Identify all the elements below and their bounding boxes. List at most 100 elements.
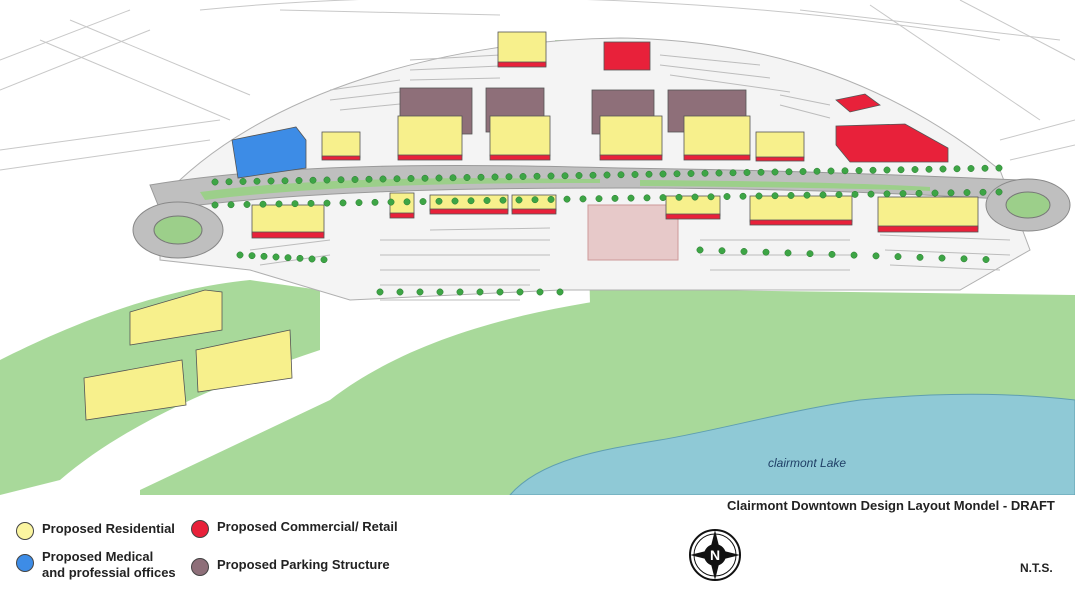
tree [960, 255, 968, 263]
tree [659, 194, 667, 202]
tree [371, 198, 379, 206]
clairmont-lake [509, 393, 1075, 495]
tree [499, 196, 507, 204]
tree [211, 201, 219, 209]
tree [899, 190, 907, 198]
legend-residential-swatch [16, 522, 34, 540]
tree [755, 192, 763, 200]
tree [995, 164, 1003, 172]
tree [743, 169, 751, 176]
tree [451, 197, 459, 205]
tree [496, 288, 504, 296]
tree [982, 256, 990, 263]
tree [323, 176, 331, 184]
tree [631, 171, 639, 178]
commercial-buildings [603, 41, 949, 163]
tree [516, 288, 524, 296]
tree [575, 172, 583, 179]
tree [531, 196, 539, 204]
tree [981, 164, 989, 172]
legend-parking-swatch [191, 558, 209, 576]
tree [740, 248, 748, 255]
tree [803, 191, 811, 199]
boulevard-median [200, 178, 930, 200]
tree [835, 191, 843, 199]
tree [239, 178, 247, 185]
tree [869, 166, 877, 174]
tree [947, 189, 955, 197]
legend-commercial-swatch [191, 520, 209, 538]
tree [393, 175, 401, 183]
tree [456, 288, 464, 296]
tree [963, 189, 971, 196]
tree [281, 177, 289, 185]
legend-parking-label: Proposed Parking Structure [217, 557, 390, 572]
tree [419, 198, 427, 206]
tree [707, 193, 715, 201]
tree [939, 165, 947, 173]
tree [272, 253, 280, 261]
context-roads [0, 0, 1075, 171]
tree [841, 167, 849, 175]
tree [872, 252, 880, 260]
tree [309, 176, 317, 184]
tree [323, 199, 331, 207]
tree [701, 169, 709, 177]
tree [894, 253, 902, 261]
tree [491, 173, 499, 181]
tree [284, 254, 292, 262]
tree [851, 190, 859, 198]
tree [659, 170, 667, 178]
tree [376, 288, 384, 296]
tree [979, 188, 987, 196]
tree [687, 170, 695, 177]
tree [476, 288, 484, 296]
legend-commercial-label: Proposed Commercial/ Retail [217, 519, 398, 534]
tree [925, 165, 933, 173]
tree [355, 199, 363, 207]
tree [855, 167, 863, 174]
tree [259, 200, 267, 208]
tree [611, 194, 619, 202]
tree [696, 246, 704, 254]
tree [579, 195, 587, 203]
tree [799, 168, 807, 175]
tree [308, 255, 316, 263]
tree [403, 198, 411, 206]
tree [365, 175, 373, 183]
tree [715, 169, 723, 177]
commercial-bases [251, 61, 979, 239]
tree [645, 170, 653, 178]
parking-lots [249, 54, 1011, 301]
tree [243, 201, 251, 208]
tree [387, 198, 395, 206]
tree [275, 200, 283, 208]
legend-commercial: Proposed Commercial/ Retail [191, 519, 398, 538]
tree [515, 196, 523, 204]
tree [673, 170, 681, 178]
tree [463, 174, 471, 181]
tree [435, 174, 443, 182]
tree [867, 190, 875, 198]
tree [337, 176, 345, 184]
tree [771, 192, 779, 200]
tree [595, 195, 603, 203]
east-roundabout [985, 178, 1071, 232]
tree [757, 168, 765, 176]
tree [533, 172, 541, 180]
tree [563, 195, 571, 203]
tree [467, 197, 475, 205]
residential-buildings [83, 31, 979, 421]
legend-residential: Proposed Residential [16, 521, 175, 540]
tree [627, 194, 635, 202]
legend-medical-swatch [16, 554, 34, 572]
tree [547, 172, 555, 180]
tree [723, 193, 731, 200]
tree [938, 254, 946, 262]
tree [379, 175, 387, 183]
tree [416, 288, 424, 296]
tree [762, 248, 770, 256]
tree [850, 251, 858, 259]
tree [407, 175, 415, 182]
tree [883, 166, 891, 174]
